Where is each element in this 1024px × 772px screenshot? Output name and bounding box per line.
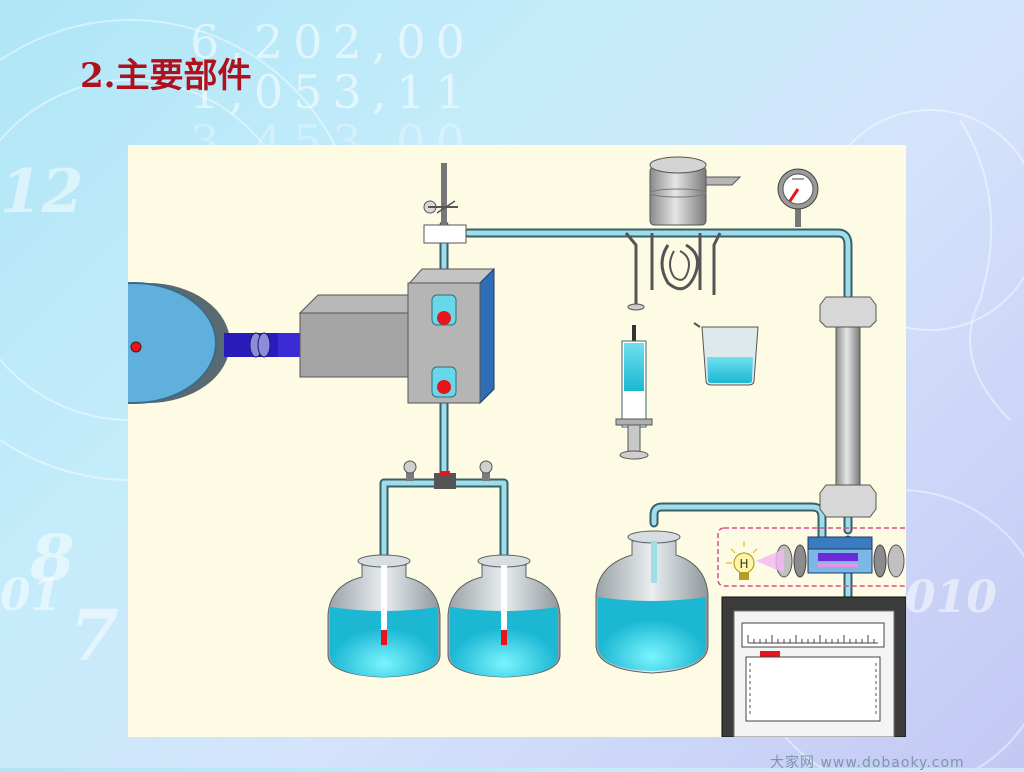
inlet-valve: [403, 460, 493, 489]
column: [819, 296, 877, 518]
bg-digit-left-1: 12: [0, 157, 84, 227]
check-valve-top: [431, 294, 457, 326]
bg-digit-right-1: 010: [905, 572, 997, 623]
watermark: 大家网 www.dobaoky.com: [770, 755, 965, 771]
solvent-bottle-right: [447, 554, 561, 678]
bg-digits-row-1: 6,202,00: [190, 15, 475, 69]
lamp-label: H: [739, 557, 748, 571]
bg-digits-row-2: 1,053,11: [190, 65, 475, 119]
bg-digit-left-4: 01: [0, 570, 61, 621]
lamp: H: [726, 541, 758, 580]
bg-digit-left-2: 8: [29, 521, 75, 596]
pump-motor: [128, 282, 230, 404]
hplc-diagram: H: [128, 145, 906, 737]
syringe: [615, 325, 653, 460]
beaker: [693, 322, 759, 386]
injector: [624, 156, 742, 311]
waste-bottle: [595, 530, 709, 674]
slide-title: 2.主要部件: [80, 56, 252, 96]
pump-head: [298, 267, 495, 405]
outlet-tee: [423, 163, 467, 244]
check-valve-bottom: [431, 366, 457, 398]
uv-detector: [717, 527, 906, 587]
bg-digit-left-3: 7: [70, 594, 119, 677]
solvent-bottle-left: [327, 554, 441, 678]
recorder: [721, 596, 906, 737]
pressure-gauge: [777, 168, 819, 227]
